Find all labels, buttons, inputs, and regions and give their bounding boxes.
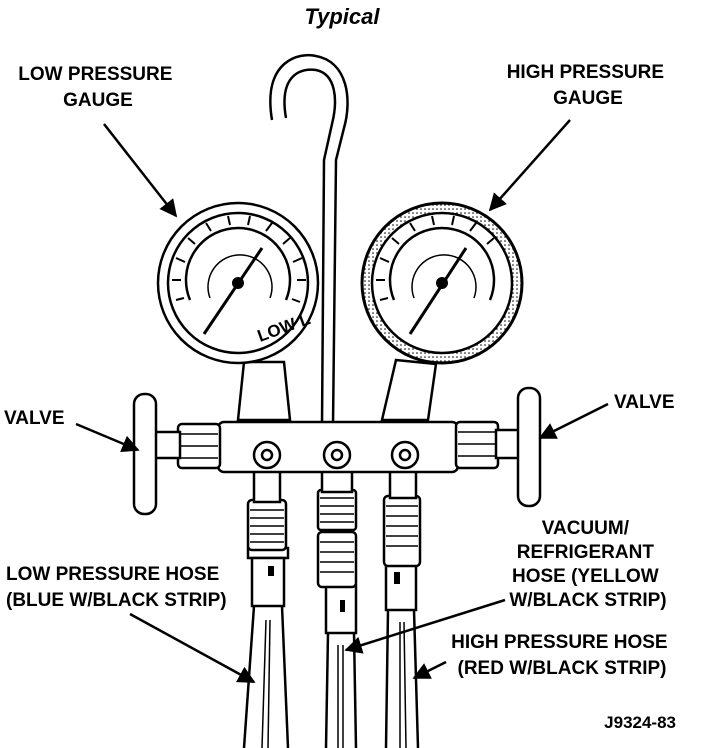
diagram-title: Typical [305,4,381,29]
high-gauge-label-line-2: GAUGE [553,88,623,109]
high-pressure-gauge-label: HIGH PRESSURE GAUGE [507,62,670,109]
figure-code: J9324-83 [604,713,676,732]
hanger-hook [269,53,349,426]
high-side-valve-knob [454,386,542,508]
low-gauge-label-line-1: LOW PRESSURE [18,64,172,85]
vacuum-hose-label-line-4: W/BLACK STRIP) [509,590,666,611]
low-pressure-hose-label: LOW PRESSURE HOSE (BLUE W/BLACK STRIP) [6,564,227,611]
low-side-valve-knob [132,392,222,516]
vacuum-hose-label-line-1: VACUUM/ [542,518,630,539]
high-hose-label-line-1: HIGH PRESSURE HOSE [451,632,667,653]
high-pressure-hose [384,560,420,748]
high-pressure-gauge [360,201,524,365]
hose-couplings [246,488,422,589]
manifold-body [216,420,460,474]
low-pressure-gauge: LOW L [156,201,320,365]
valve-label-left: VALVE [4,408,65,429]
leader-arrows [75,119,609,684]
low-pressure-hose [242,546,290,748]
low-hose-label-line-1: LOW PRESSURE HOSE [6,564,219,585]
high-pressure-hose-label: HIGH PRESSURE HOSE (RED W/BLACK STRIP) [451,632,673,679]
low-hose-label-line-2: (BLUE W/BLACK STRIP) [6,590,227,611]
vacuum-hose-label-line-2: REFRIGERANT [517,542,655,563]
vacuum-refrigerant-hose [324,583,358,748]
vacuum-hose-label-line-3: HOSE (YELLOW [512,566,659,587]
gauge-necks [236,358,438,422]
low-gauge-label-line-2: GAUGE [63,90,133,111]
low-pressure-gauge-label: LOW PRESSURE GAUGE [18,64,177,111]
high-hose-label-line-2: (RED W/BLACK STRIP) [458,658,667,679]
valve-label-right: VALVE [614,392,675,413]
vacuum-hose-label: VACUUM/ REFRIGERANT HOSE (YELLOW W/BLACK… [509,518,666,611]
manifold-ports [252,468,418,504]
high-gauge-label-line-1: HIGH PRESSURE [507,62,664,83]
